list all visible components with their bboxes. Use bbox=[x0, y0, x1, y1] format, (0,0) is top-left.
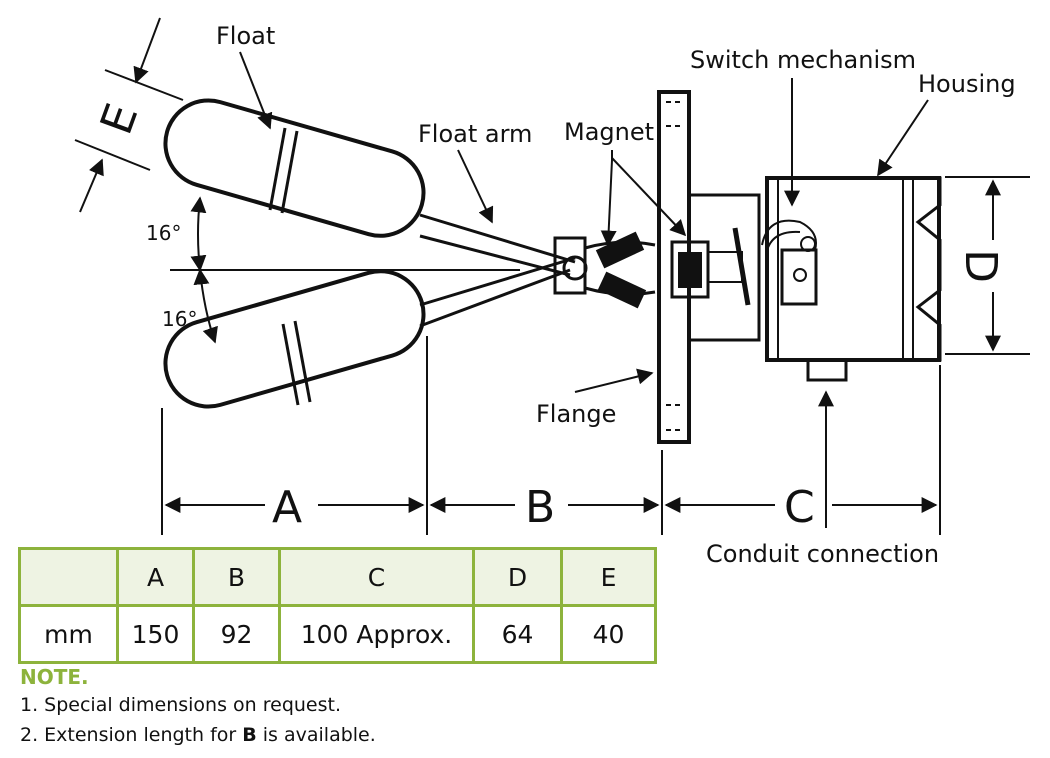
label-float-arm: Float arm bbox=[418, 120, 532, 148]
magnet-leader-a bbox=[600, 150, 617, 247]
table-header-cell: E bbox=[560, 547, 657, 607]
label-magnet: Magnet bbox=[564, 118, 654, 146]
dim-letter-c: C bbox=[784, 482, 815, 533]
note-line-2-suffix: is available. bbox=[256, 724, 376, 746]
float-leader bbox=[239, 51, 273, 130]
magnet-leader-b bbox=[611, 157, 687, 237]
table-header-cell: C bbox=[278, 547, 475, 607]
angle-arc-top bbox=[190, 196, 207, 272]
housing-leader bbox=[877, 99, 929, 177]
dim-letter-b: B bbox=[525, 482, 555, 533]
note-line-2: 2. Extension length for B is available. bbox=[20, 724, 376, 746]
table-cell: mm bbox=[18, 604, 119, 664]
angle-arc-bottom bbox=[193, 268, 218, 344]
label-switch-mechanism: Switch mechanism bbox=[690, 46, 916, 74]
dim-letter-e: E bbox=[91, 97, 148, 141]
table-header-cell bbox=[18, 547, 119, 607]
dim-letter-a: A bbox=[272, 482, 302, 533]
table-cell: 100 Approx. bbox=[278, 604, 475, 664]
label-housing: Housing bbox=[918, 70, 1016, 98]
flange-leader bbox=[574, 368, 654, 393]
table-cell: 92 bbox=[192, 604, 281, 664]
conduit-port bbox=[806, 358, 848, 382]
dim-letter-d: D bbox=[955, 249, 1006, 283]
float-arm-leader bbox=[457, 149, 494, 224]
flange bbox=[657, 90, 761, 444]
table-cell: 40 bbox=[560, 604, 657, 664]
table-cell: 64 bbox=[472, 604, 563, 664]
label-angle-top: 16° bbox=[146, 221, 181, 245]
pivot-assembly bbox=[553, 231, 656, 309]
table-row: mm 150 92 100 Approx. 64 40 bbox=[18, 604, 657, 664]
magnet-top bbox=[595, 231, 645, 269]
table-cell: 150 bbox=[116, 604, 195, 664]
upper-float bbox=[163, 98, 426, 238]
label-conduit-connection-text: Conduit connection bbox=[706, 540, 940, 568]
table-header-cell: D bbox=[472, 547, 563, 607]
label-float: Float bbox=[216, 22, 275, 50]
dimension-e bbox=[74, 17, 184, 213]
dimensions-table: A B C D E mm 150 92 100 Approx. 64 40 bbox=[18, 547, 657, 664]
lower-float bbox=[163, 269, 426, 409]
float-arms bbox=[419, 213, 576, 328]
table-header-row: A B C D E bbox=[18, 547, 657, 607]
label-angle-bottom: 16° bbox=[162, 307, 197, 331]
label-flange: Flange bbox=[536, 400, 616, 428]
table-header-cell: B bbox=[192, 547, 281, 607]
note-title: NOTE. bbox=[20, 665, 89, 689]
note-line-2-prefix: 2. Extension length for bbox=[20, 724, 243, 746]
table-header-cell: A bbox=[116, 547, 195, 607]
note-line-1: 1. Special dimensions on request. bbox=[20, 694, 341, 716]
housing bbox=[761, 176, 942, 382]
float-switch-diagram: Float Float arm Magnet Switch mechanism … bbox=[74, 17, 1030, 535]
magnet-bottom bbox=[597, 271, 647, 309]
note-line-2-bold: B bbox=[242, 724, 257, 746]
